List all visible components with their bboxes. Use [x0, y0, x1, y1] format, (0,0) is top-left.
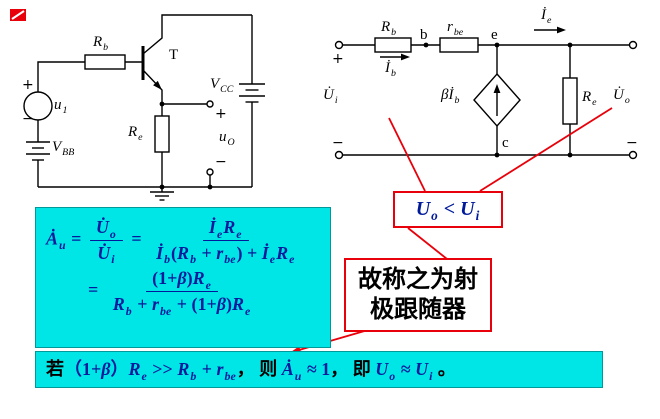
label-ib: İb — [385, 60, 396, 79]
label-node-b: b — [420, 27, 428, 43]
label-src-minus: − — [22, 111, 34, 127]
label-node-c: c — [502, 135, 509, 151]
conclusion-bar: 若（1+β）Re >> Rb + rbe， 则 Ȧu ≈ 1， 即 Uo ≈ U… — [35, 351, 603, 388]
label-vbb: VBB — [52, 139, 75, 158]
label-in-plus: + — [332, 51, 344, 67]
label-src-plus: + — [22, 77, 34, 93]
battery-vcc-symbol — [239, 83, 265, 103]
label-transistor-t: T — [169, 47, 179, 63]
output-terminal-bottom — [206, 168, 214, 176]
resistor-rb-symbol2 — [374, 37, 412, 53]
resistor-rbe-symbol — [439, 37, 479, 53]
emitter-arrow — [153, 80, 162, 90]
label-in-minus: − — [332, 135, 344, 151]
label-beta-ib: βİb — [441, 87, 460, 106]
battery-vbb-symbol — [26, 141, 50, 161]
resistor-rb-symbol — [84, 54, 126, 70]
output-terminal-top — [206, 100, 214, 108]
label-rb: Rb — [93, 34, 109, 53]
label-out2-minus: − — [626, 135, 638, 151]
follower-text-line2: 极跟随器 — [370, 296, 466, 323]
label-out-plus: + — [215, 106, 227, 122]
resistor-re-symbol2 — [562, 77, 578, 125]
annotation-emitter-follower: 故称之为射 极跟随器 — [344, 258, 492, 332]
label-rbe: rbe — [447, 19, 464, 38]
label-rb2: Rb — [381, 19, 397, 38]
label-uo: uO — [219, 129, 235, 148]
transistor-circuit — [23, 14, 265, 201]
equivalent-circuit — [334, 26, 638, 160]
label-re2: Re — [582, 89, 597, 108]
label-uo2: U̇o — [613, 87, 630, 106]
output-terminal-top2 — [628, 40, 638, 50]
label-node-e: e — [491, 27, 498, 43]
input-terminal-bottom — [334, 150, 344, 160]
label-vcc: VCC — [210, 76, 234, 95]
logo-mark — [10, 9, 26, 21]
resistor-re-symbol — [154, 115, 170, 153]
label-u1: u1 — [54, 97, 68, 116]
annotation-uo-less-than-ui: Uo < Ui — [393, 191, 503, 228]
label-ui: U̇i — [323, 87, 338, 106]
label-out-minus: − — [215, 154, 227, 170]
output-terminal-bottom2 — [628, 150, 638, 160]
input-terminal-top — [334, 40, 344, 50]
follower-text-line1: 故称之为射 — [358, 266, 478, 293]
label-re: Re — [128, 124, 143, 143]
label-ie: İe — [541, 7, 552, 26]
